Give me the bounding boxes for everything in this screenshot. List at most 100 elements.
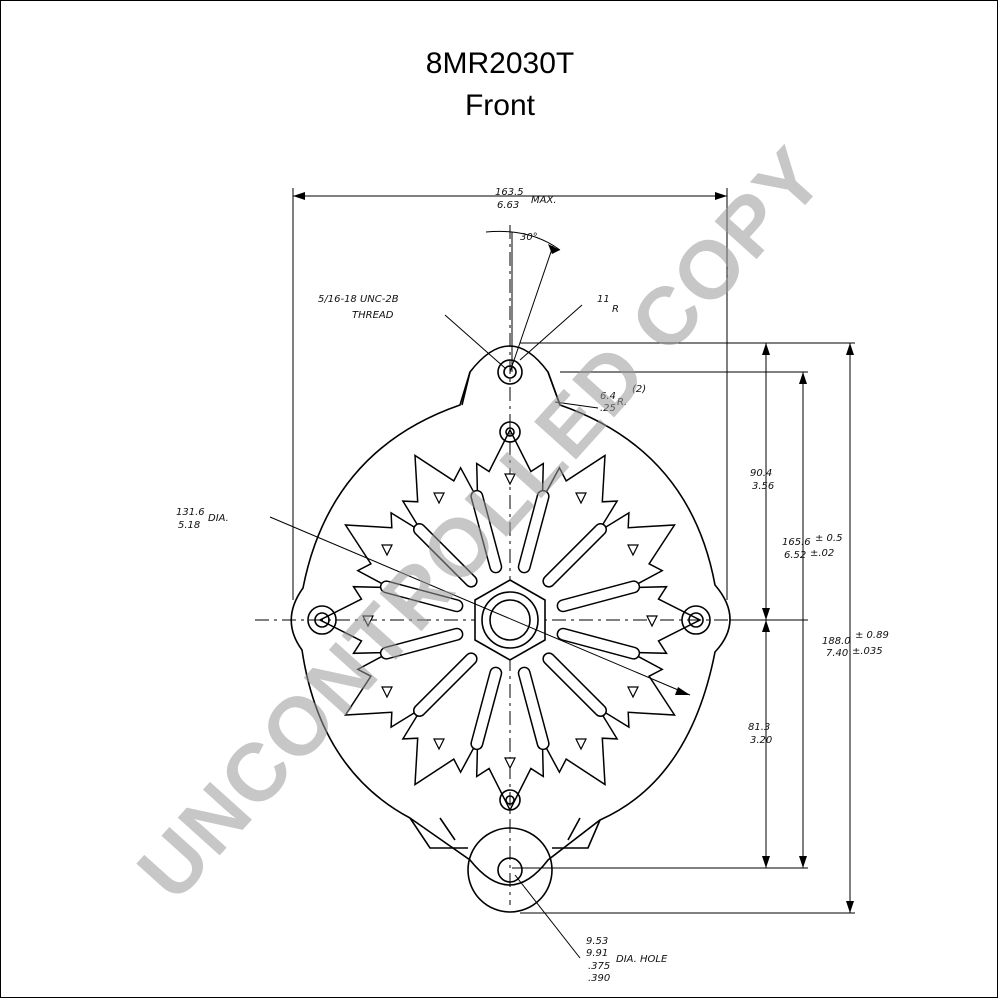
lower-mount-boss: [467, 827, 553, 913]
top-thread-hole: [497, 359, 523, 385]
thread-leader: [444, 314, 506, 369]
body-dia-mm: 131.6: [176, 507, 205, 518]
small-radius-mm: 6.4: [600, 391, 616, 402]
arrowheads: [293, 192, 854, 913]
hole-mm-a: 9.53: [586, 936, 608, 947]
fan-marker: [381, 686, 393, 699]
small-radius-leader: [554, 401, 599, 409]
width-mm: 163.5: [495, 187, 524, 198]
right-mount-hole-inner: [688, 612, 704, 628]
small-radius-suffix: R.: [617, 397, 627, 408]
vent-slot-inner: [471, 491, 501, 572]
overall-height-mm: 188.0: [822, 636, 851, 647]
thread-label-2: THREAD: [352, 310, 394, 321]
fan-marker: [362, 615, 374, 628]
fan-marker: [504, 757, 516, 770]
overall-height-in-tol: ±.035: [852, 646, 883, 657]
overall-height-tol: ± 0.89: [855, 630, 889, 641]
overall-height-in: 7.40: [826, 648, 848, 659]
uncontrolled-copy-watermark: UNCONTROLLED COPY: [121, 130, 842, 917]
arrow-mount-bottom: [799, 856, 807, 868]
arrow-lower-bottom: [762, 856, 770, 868]
vent-slot-inner: [543, 653, 606, 716]
arrow-overall-top: [846, 343, 854, 355]
thread-label-1: 5/16-18 UNC-2B: [318, 294, 399, 305]
lower-mount-hole: [497, 857, 523, 883]
fan-window-outline: [318, 428, 702, 812]
dimension-labels: 163.5 6.63 MAX. 30° 5/16-18 UNC-2B THREA…: [176, 187, 889, 984]
hole-suffix: DIA. HOLE: [616, 954, 668, 965]
angle-inclined-line: [509, 245, 554, 373]
fan-marker: [627, 686, 639, 699]
left-mount-hole-inner: [314, 612, 330, 628]
hole-leader: [514, 874, 581, 959]
fan-marker: [381, 544, 393, 557]
angle-arc: [485, 230, 561, 251]
center-lines: [255, 225, 770, 905]
vent-slot-inner: [543, 524, 606, 587]
fan-markers: [362, 473, 658, 770]
hole-mm-b: 9.91: [586, 948, 608, 959]
fan-marker: [433, 738, 445, 751]
hole-in-a: .375: [588, 961, 610, 972]
arrow-width-right: [715, 192, 727, 200]
arrow-diameter: [675, 687, 690, 695]
vent-slot-inner: [558, 629, 639, 659]
part-number-title: 8MR2030T: [425, 47, 575, 80]
arrow-angle: [548, 244, 560, 254]
small-radius-note: (2): [632, 384, 646, 395]
lower-block-shading: [439, 817, 581, 841]
bottom-screw-inner: [505, 795, 515, 805]
dimension-lines: [269, 188, 855, 959]
arrow-width-left: [293, 192, 305, 200]
vent-slot-inner: [381, 629, 462, 659]
vent-slot-inner: [381, 581, 462, 611]
width-suffix: MAX.: [531, 195, 557, 206]
shaft-nut-assembly: [474, 579, 546, 661]
vent-slot-inner: [471, 668, 501, 749]
upper-height-mm: 90.4: [750, 468, 772, 479]
top-radius-suffix: R: [612, 304, 619, 315]
body-diameter-leader: [269, 516, 691, 696]
mount-height-in: 6.52: [784, 550, 806, 561]
right-mount-hole: [681, 605, 711, 635]
shaft-end: [489, 599, 531, 641]
housing-outline: [290, 345, 731, 913]
vent-slot-inner: [414, 653, 477, 716]
arrow-upper-bottom: [762, 608, 770, 620]
arrow-upper-top: [762, 343, 770, 355]
vent-slot-inner: [558, 581, 639, 611]
mount-height-tol: ± 0.5: [815, 533, 842, 544]
body-dia-suffix: DIA.: [208, 513, 229, 524]
fan-marker: [646, 615, 658, 628]
angle-label: 30°: [520, 232, 538, 243]
lower-height-in: 3.20: [750, 735, 772, 746]
vent-slot-inner: [519, 668, 549, 749]
top-screw: [499, 421, 521, 443]
fan-marker: [575, 738, 587, 751]
top-screw-inner: [505, 427, 515, 437]
view-subtitle: Front: [464, 89, 536, 122]
width-in: 6.63: [497, 200, 519, 211]
vent-slot-inner: [519, 491, 549, 572]
left-mount-hole: [307, 605, 337, 635]
mounting-holes: [307, 359, 711, 811]
hole-in-b: .390: [588, 973, 610, 984]
mount-height-in-tol: ±.02: [810, 548, 834, 559]
vent-slots: [379, 489, 641, 751]
arrow-mount-top: [799, 372, 807, 384]
body-dia-in: 5.18: [178, 520, 200, 531]
lower-height-mm: 81.3: [748, 722, 770, 733]
lower-left-block: [409, 817, 468, 849]
mount-height-mm: 165.6: [782, 537, 811, 548]
upper-height-in: 3.56: [752, 481, 774, 492]
housing-body: [290, 345, 731, 886]
upper-ear-edges: [461, 371, 561, 406]
top-radius-value: 11: [597, 294, 610, 305]
arrow-overall-bottom: [846, 901, 854, 913]
vent-slot-inner: [414, 524, 477, 587]
fan-marker: [575, 492, 587, 505]
top-thread-hole-inner: [503, 365, 517, 379]
